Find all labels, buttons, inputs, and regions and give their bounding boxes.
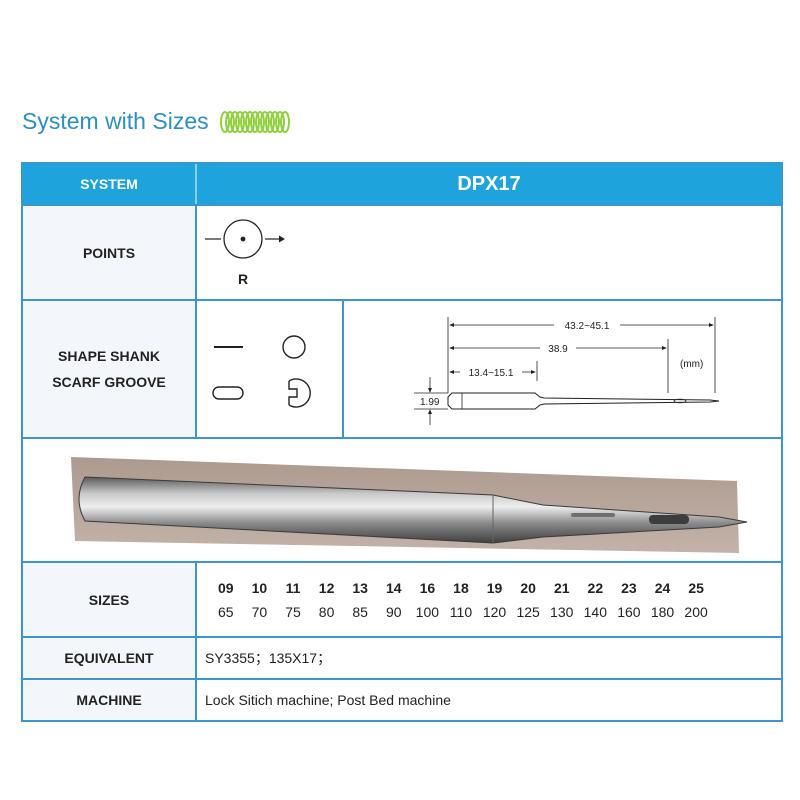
size-metric: 125	[516, 603, 540, 620]
unit-label: (mm)	[680, 359, 703, 370]
size-number: 22	[587, 579, 604, 596]
section-title: System with Sizes	[22, 108, 209, 134]
size-metric: 140	[583, 603, 607, 620]
machine-row: MACHINE Lock Sitich machine; Post Bed ma…	[23, 680, 781, 720]
size-metric: 200	[684, 603, 708, 620]
system-row: SYSTEM DPX17	[23, 164, 781, 206]
spec-table: SYSTEM DPX17 POINTS R SHAPE SHANK SCARF …	[21, 162, 783, 722]
equivalent-value: SY3355；135X17；	[197, 638, 781, 678]
points-row: POINTS R	[23, 206, 781, 301]
groove-icon	[212, 386, 244, 400]
shank-diameter-label: 1.99	[420, 397, 440, 408]
size-number: 09	[218, 579, 234, 596]
shape-value: 43.2~45.1 38.9 (mm) 13.4~15.1	[197, 301, 781, 437]
equivalent-label: EQUIVALENT	[23, 638, 197, 678]
size-metric: 130	[550, 603, 574, 620]
sizes-value: 09 10 11 12 13 14 16 18 19 20 21 22 23 2…	[197, 563, 781, 636]
size-number: 24	[654, 579, 671, 596]
sizes-label: SIZES	[23, 563, 197, 636]
size-metric: 180	[650, 603, 675, 620]
machine-label: MACHINE	[23, 680, 197, 720]
shank-length-label: 13.4~15.1	[469, 368, 514, 379]
sizes-grid: 09 10 11 12 13 14 16 18 19 20 21 22 23 2…	[209, 580, 713, 620]
size-metric: 70	[251, 603, 268, 620]
system-value: DPX17	[197, 164, 781, 204]
needle-dimension-drawing: 43.2~45.1 38.9 (mm) 13.4~15.1	[344, 301, 781, 437]
size-number: 14	[385, 579, 402, 596]
points-symbol: R	[238, 271, 248, 287]
needle-photo	[23, 439, 781, 561]
section-heading: System with Sizes	[22, 108, 291, 135]
size-metric: 75	[285, 603, 301, 620]
round-shank-icon	[282, 335, 306, 359]
size-number: 11	[285, 579, 301, 596]
size-number: 19	[486, 579, 503, 596]
system-label: SYSTEM	[23, 164, 197, 204]
size-metric: 110	[449, 603, 473, 620]
spring-icon	[219, 110, 290, 133]
size-number: 13	[352, 579, 368, 596]
shape-shank-label: SHAPE SHANK	[58, 348, 160, 364]
machine-text: Lock Sitich machine; Post Bed machine	[205, 692, 451, 708]
size-metric: 65	[218, 603, 234, 620]
size-metric: 85	[352, 603, 368, 620]
scarf-icon	[288, 378, 311, 408]
equivalent-text: SY3355；135X17；	[205, 650, 332, 666]
round-point-icon: R	[205, 219, 285, 287]
points-value: R	[197, 206, 781, 299]
points-label: POINTS	[23, 206, 197, 299]
size-number: 16	[419, 579, 436, 596]
shape-row: SHAPE SHANK SCARF GROOVE	[23, 301, 781, 439]
overall-length-label: 43.2~45.1	[565, 321, 610, 332]
eye-length-label: 38.9	[548, 344, 568, 355]
equivalent-row: EQUIVALENT SY3355；135X17；	[23, 638, 781, 680]
size-metric: 160	[617, 603, 641, 620]
size-number: 20	[520, 579, 536, 596]
size-metric: 90	[385, 603, 402, 620]
size-metric: 80	[318, 603, 335, 620]
size-number: 10	[251, 579, 268, 596]
scarf-groove-label: SCARF GROOVE	[52, 374, 166, 390]
size-number: 12	[318, 579, 335, 596]
size-number: 23	[621, 579, 637, 596]
shape-label: SHAPE SHANK SCARF GROOVE	[23, 301, 197, 437]
photo-row	[23, 439, 781, 563]
size-metric: 120	[482, 603, 507, 620]
shape-icons	[197, 301, 344, 437]
size-number: 18	[453, 579, 469, 596]
machine-value: Lock Sitich machine; Post Bed machine	[197, 680, 781, 720]
sizes-row: SIZES 09 10 11 12 13 14 16 18 19 20 21 2…	[23, 563, 781, 638]
size-number: 25	[688, 579, 704, 596]
size-number: 21	[553, 579, 570, 596]
size-metric: 100	[415, 603, 440, 620]
